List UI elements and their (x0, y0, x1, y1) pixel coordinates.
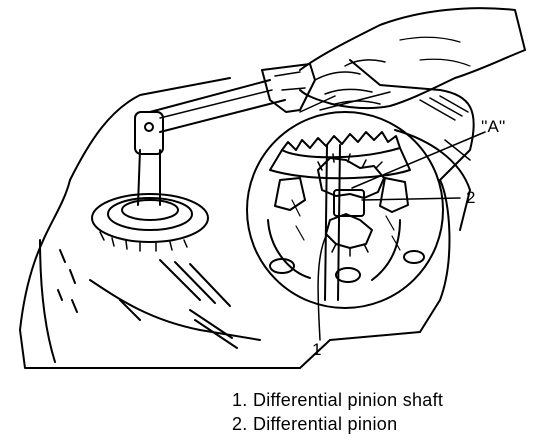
socket-head (134, 111, 164, 155)
case-body (19, 59, 475, 369)
side-gear-right (379, 177, 409, 213)
callout-2: 2 (466, 188, 476, 207)
leader-line-1 (317, 235, 327, 341)
bearing-middle-ring (107, 197, 193, 231)
side-gear-left (274, 177, 306, 211)
bearing-outer-ring (91, 193, 209, 243)
legend-text: Differential pinion (252, 414, 398, 434)
legend-text: Differential pinion shaft (252, 390, 444, 410)
hand-fingers (314, 59, 386, 105)
wrench-handle-detail (274, 71, 306, 91)
ring-gear-teeth (281, 131, 401, 151)
case-lower-contour (89, 279, 261, 341)
wrench-bar (149, 79, 286, 133)
carrier-housing (267, 219, 401, 281)
hand-outline (299, 7, 526, 110)
bearing-ridge-marks (99, 231, 188, 252)
case-inner-edge-left (39, 239, 56, 363)
legend-item-2: 2. Differential pinion (232, 412, 443, 436)
magnifier-circle (246, 111, 444, 309)
pinion-gear-lower (325, 213, 373, 249)
legend-number: 1. (232, 390, 248, 410)
legend-item-1: 1. Differential pinion shaft (232, 388, 443, 412)
case-right-flange (394, 129, 471, 231)
pinion-lower-teeth (331, 243, 369, 257)
carrier-hatching (291, 199, 401, 251)
case-top-edge (69, 77, 231, 181)
legend-number: 2. (232, 414, 248, 434)
carrier-bolt-right (403, 250, 425, 264)
wrench-bar-inner (159, 89, 273, 119)
leader-line-a (351, 131, 486, 189)
socket-shaft (137, 149, 161, 206)
magnifier-leader (299, 91, 391, 113)
pinion-block (333, 189, 365, 217)
leader-line-2 (361, 197, 461, 201)
pinion-shaft (324, 144, 341, 301)
socket-bolt (144, 122, 154, 132)
hand-creases (399, 36, 471, 67)
parts-legend: 1. Differential pinion shaft 2. Differen… (232, 388, 443, 436)
callout-1: 1 (312, 340, 322, 359)
callout-a: ''A'' (481, 117, 506, 136)
bearing-inner-ring (121, 199, 179, 221)
case-hatching (419, 95, 471, 161)
case-slots (57, 249, 238, 349)
carrier-bolt-bottom (335, 267, 361, 283)
pinion-gear-teeth (317, 153, 383, 171)
case-rib-lines (159, 259, 231, 307)
ring-gear-body (269, 147, 411, 180)
carrier-bolt-left (269, 258, 295, 274)
